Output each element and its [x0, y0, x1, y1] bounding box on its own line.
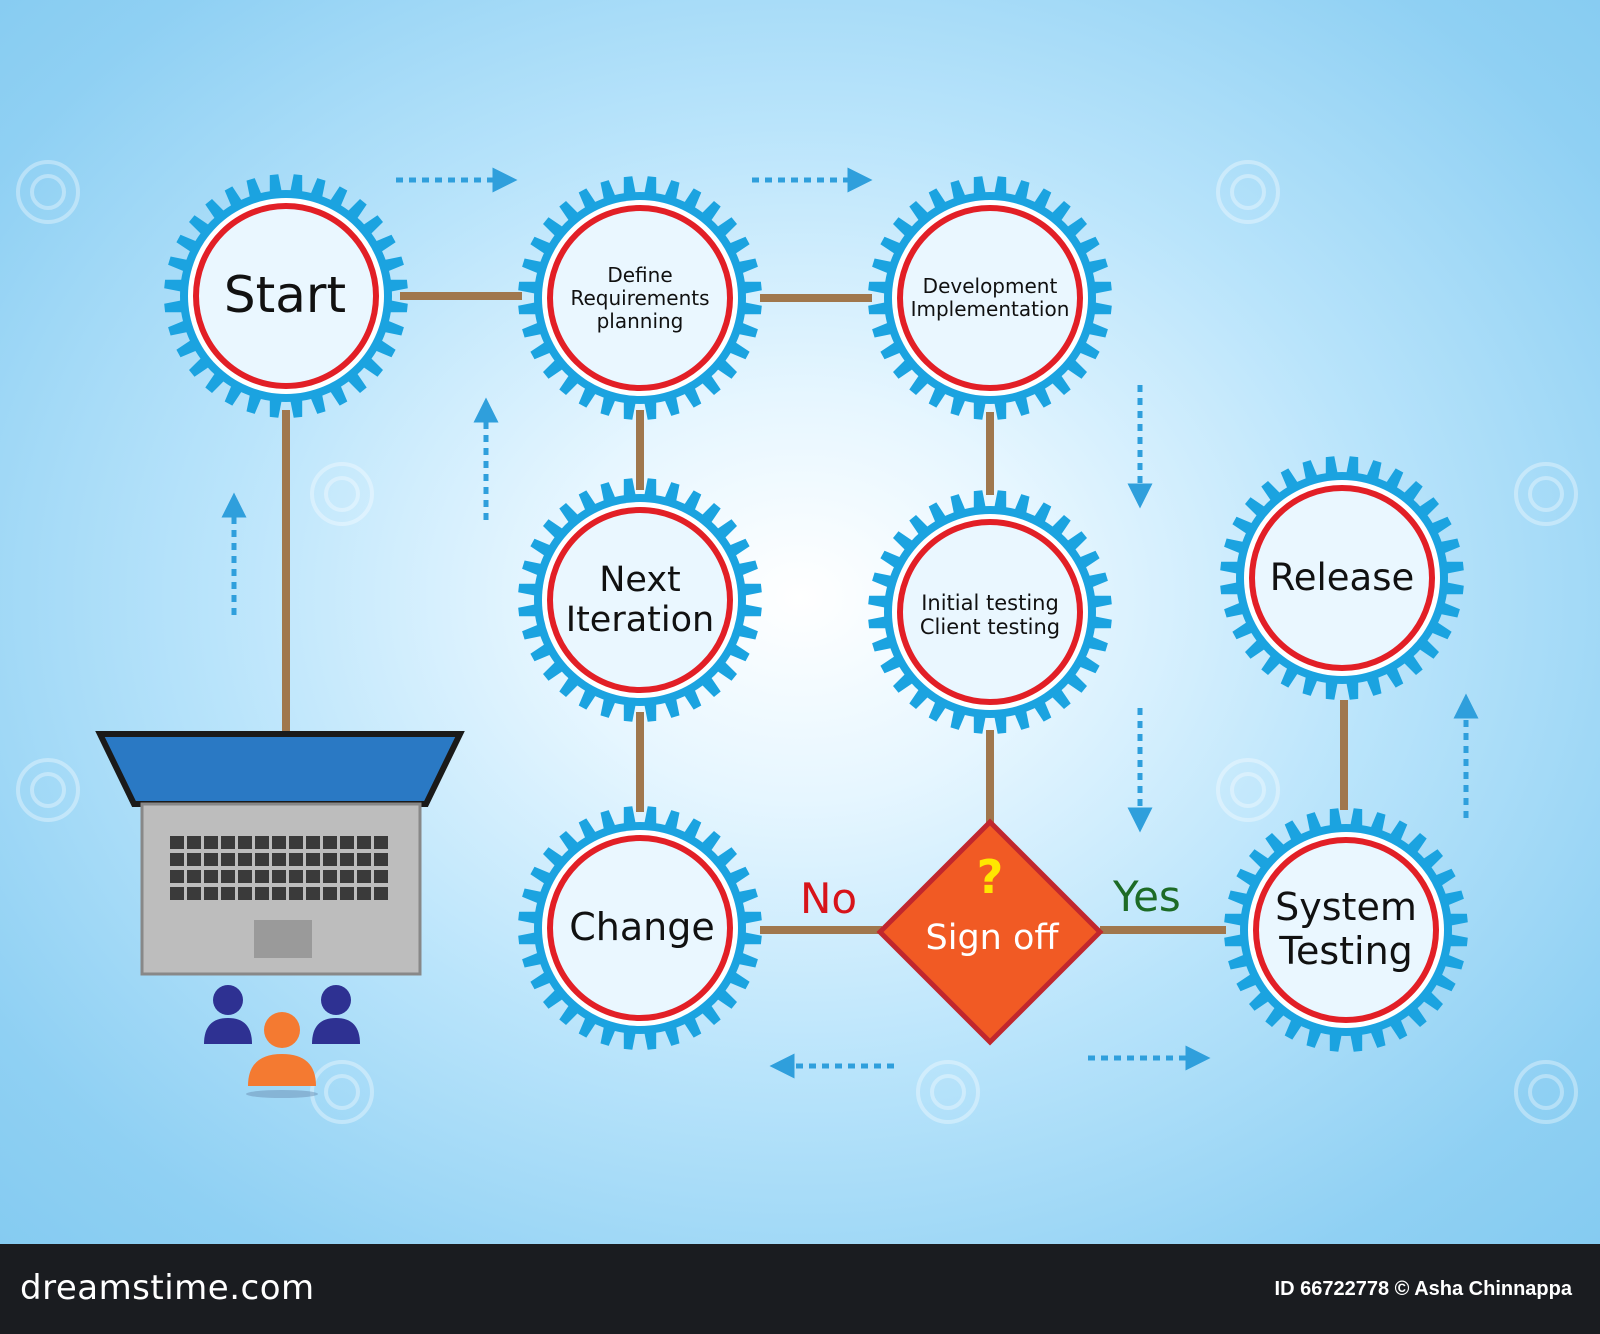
node-release-gear [1220, 456, 1464, 700]
node-next-iteration-gear [518, 478, 762, 722]
footer-bar: dreamstime.com ID 66722778 © Asha Chinna… [0, 1244, 1600, 1334]
node-system-testing-gear [1224, 808, 1468, 1052]
node-change-label: Change [569, 905, 715, 950]
flow-arrows [221, 167, 1479, 1079]
node-change-gear [518, 806, 762, 1050]
edge-label-yes: Yes [1113, 872, 1181, 921]
sign-off-label: Sign off [926, 918, 1060, 958]
node-development-gear [868, 176, 1112, 420]
question-mark: ? [977, 850, 1004, 904]
node-testing-gear [868, 490, 1112, 734]
flowchart: ? Sign off [95, 167, 1479, 1098]
connector-lines [282, 292, 1348, 934]
node-release-label: Release [1269, 555, 1415, 599]
node-define-gear [518, 176, 762, 420]
laptop-icon [95, 731, 465, 976]
team-users-icon [204, 985, 360, 1098]
node-start-label: Start [223, 266, 347, 325]
footer-brand: dreamstime.com [20, 1268, 315, 1308]
footer-credit: ID 66722778 © Asha Chinnappa [1274, 1278, 1572, 1300]
sign-off-decision: ? Sign off [876, 818, 1104, 1046]
edge-label-no: No [800, 874, 858, 923]
node-start-gear [164, 174, 408, 418]
